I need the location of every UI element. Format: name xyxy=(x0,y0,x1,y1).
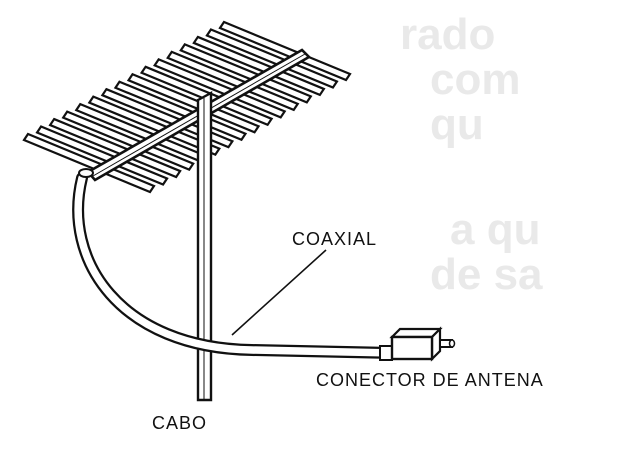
mast-label: CABO xyxy=(152,413,208,433)
bleed-through-text: de sa xyxy=(430,250,543,299)
bleed-through-text: a qu xyxy=(450,205,541,254)
antenna-elements xyxy=(22,20,352,194)
antenna-connector xyxy=(379,326,456,362)
coaxial-cable xyxy=(72,168,398,359)
antenna-connector-label: CONECTOR DE ANTENA xyxy=(316,370,544,390)
bleed-through-text: qu xyxy=(430,100,484,149)
bleed-through-text: rado xyxy=(400,10,496,59)
bleed-through-text: com xyxy=(430,55,521,104)
coaxial-label: COAXIAL xyxy=(292,229,378,249)
coaxial-leader-line xyxy=(231,249,327,336)
mast-pole xyxy=(196,90,213,402)
